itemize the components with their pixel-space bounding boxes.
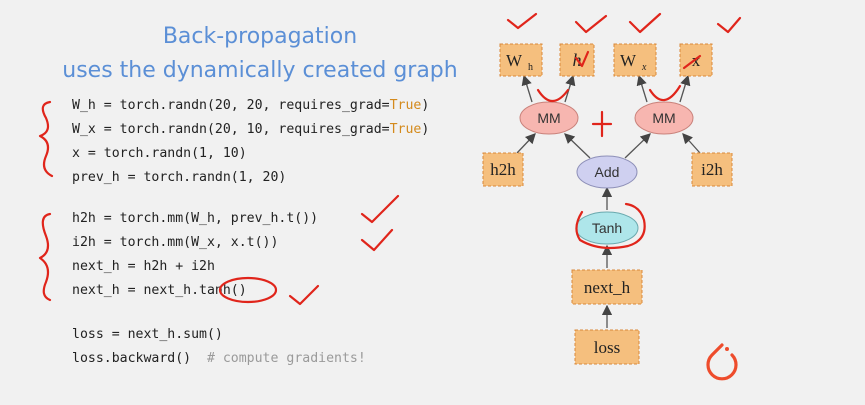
svg-text:h: h	[528, 62, 533, 73]
svg-text:next_h: next_h	[584, 278, 631, 297]
code-line: loss = next_h.sum()	[72, 327, 223, 342]
svg-text:h2h: h2h	[490, 160, 516, 179]
node-w-h: W h	[499, 43, 543, 77]
node-h2h: h2h	[482, 152, 524, 187]
slide-title-line2: uses the dynamically created graph	[62, 58, 458, 83]
code-line: h2h = torch.mm(W_h, prev_h.t())	[72, 211, 319, 226]
code-line: W_h = torch.randn(20, 20, requires_grad=…	[72, 98, 430, 113]
svg-text:x: x	[692, 51, 701, 70]
node-i2h: i2h	[691, 152, 733, 187]
node-mm-right: MM	[634, 101, 694, 135]
slide-title-line1: Back-propagation	[162, 24, 358, 49]
handwritten-annotations	[38, 12, 742, 306]
svg-text:loss: loss	[594, 338, 620, 357]
node-w-x: W x	[613, 43, 657, 77]
graph-edges	[516, 74, 701, 328]
svg-text:Tanh: Tanh	[592, 220, 622, 236]
node-tanh: Tanh	[575, 211, 639, 245]
node-next-h: next_h	[571, 269, 643, 305]
svg-text:i2h: i2h	[701, 160, 723, 179]
svg-text:W: W	[620, 51, 637, 70]
svg-text:W: W	[506, 51, 523, 70]
svg-text:MM: MM	[537, 110, 560, 126]
code-line: loss.backward() # compute gradients!	[72, 351, 366, 366]
node-loss: loss	[574, 329, 640, 365]
code-line: i2h = torch.mm(W_x, x.t())	[72, 235, 279, 250]
svg-text:x: x	[641, 62, 647, 73]
code-line: prev_h = torch.randn(1, 20)	[72, 170, 287, 185]
code-line: W_x = torch.randn(20, 10, requires_grad=…	[72, 122, 430, 137]
code-line: x = torch.randn(1, 10)	[72, 146, 247, 161]
node-add: Add	[576, 155, 638, 189]
node-mm-left: MM	[519, 101, 579, 135]
svg-text:Add: Add	[595, 164, 620, 180]
code-line: next_h = h2h + i2h	[72, 259, 215, 274]
pytorch-flame-icon	[706, 343, 738, 381]
svg-text:MM: MM	[652, 110, 675, 126]
